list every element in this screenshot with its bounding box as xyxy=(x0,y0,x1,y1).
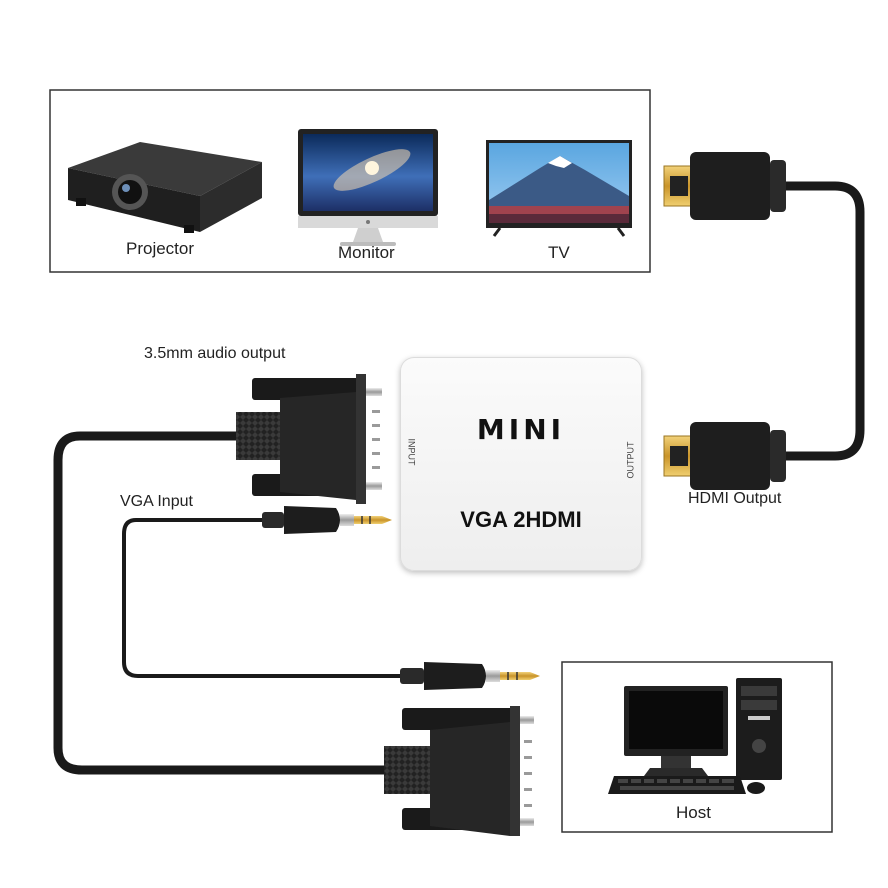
host-label: Host xyxy=(676,803,711,822)
input-port-label: INPUT xyxy=(406,438,417,466)
projector-icon xyxy=(68,142,262,233)
hdmi-plug-icon xyxy=(663,422,786,490)
hdmi-plug-icon xyxy=(663,152,786,220)
projector-label: Projector xyxy=(126,239,195,258)
audio-jack-icon xyxy=(400,662,540,690)
desktop-pc-icon xyxy=(608,678,782,794)
vga-cable xyxy=(53,431,384,775)
audio-jack-icon xyxy=(262,506,392,534)
audio-cable xyxy=(122,518,400,678)
vga-to-hdmi-converter: MINI INPUT OUTPUT VGA 2HDMI xyxy=(400,357,642,571)
vga-plug-icon xyxy=(384,706,534,836)
tv-label: TV xyxy=(548,243,570,262)
audio-output-callout: 3.5mm audio output xyxy=(144,345,286,362)
vga-input-callout: VGA Input xyxy=(120,493,193,510)
output-port-label: OUTPUT xyxy=(625,441,636,479)
vga-plug-icon xyxy=(236,374,382,504)
hdmi-output-callout: HDMI Output xyxy=(688,490,782,507)
converter-model: VGA 2HDMI xyxy=(460,507,582,532)
hdmi-cable xyxy=(772,181,865,461)
monitor-icon xyxy=(298,129,438,246)
host-box xyxy=(561,661,833,833)
converter-brand: MINI xyxy=(476,413,566,446)
monitor-label: Monitor xyxy=(338,243,395,262)
display-devices-box xyxy=(49,89,651,273)
tv-icon xyxy=(486,140,632,237)
